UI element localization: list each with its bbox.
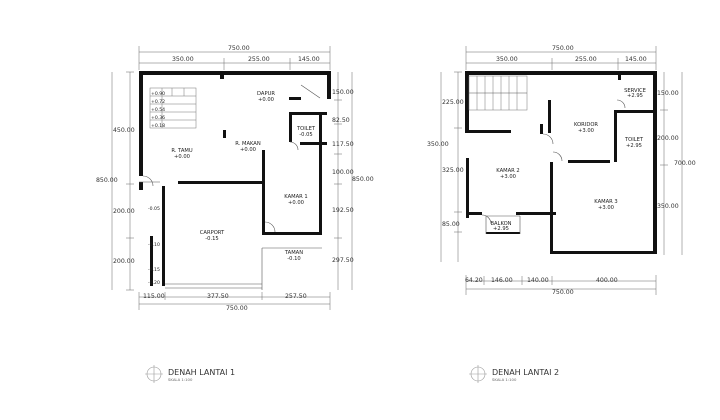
- plan1-right-dim-5: 192.50: [332, 207, 354, 214]
- plan1-stair-level-2: +0.72: [151, 99, 165, 105]
- room-koridor-name: KORIDOR: [574, 122, 598, 128]
- room-taman-level: -0.10: [287, 256, 300, 262]
- plan2-top-dim-1: 350.00: [496, 56, 518, 63]
- room-taman-name: TAMAN: [284, 250, 303, 256]
- room-kamar2-level: +3.00: [500, 174, 516, 180]
- room-toilet2-level: +2.95: [626, 143, 642, 149]
- plan1-left-dim-total: 850.00: [96, 177, 118, 184]
- room-makan-level: +0.00: [240, 147, 256, 153]
- plan2-right-dim-3: 350.00: [657, 203, 679, 210]
- plan1-right-dim-2: 82.50: [332, 117, 350, 124]
- plan2-top-dim-2: 255.00: [575, 56, 597, 63]
- plan2-title-block: DENAH LANTAI 2 SKALA 1:100: [469, 365, 559, 383]
- plan1-right-dim-1: 150.00: [332, 89, 354, 96]
- room-tamu-name: R. TAMU: [171, 148, 193, 154]
- plan2-left-dimensions: 225.00 350.00 325.00 85.00: [427, 71, 464, 262]
- plan1-top-total: 750.00: [228, 45, 250, 52]
- room-koridor-level: +3.00: [578, 128, 594, 134]
- floor-plan-lantai-1: 750.00 350.00 255.00 145.00 450.00 850.0…: [96, 45, 374, 383]
- plan2-right-dimensions: 150.00 200.00 700.00 350.00: [657, 72, 696, 255]
- room-carport-name: CARPORT: [200, 230, 225, 236]
- level-marker-4: -0.20: [148, 280, 160, 286]
- plan1-stair-level-4: +0.36: [151, 115, 165, 121]
- plan1-room-labels: DAPUR +0.00 R. MAKAN +0.00 R. TAMU +0.00…: [148, 91, 316, 286]
- room-dapur-level: +0.00: [258, 97, 274, 103]
- plan1-right-dim-4: 100.00: [332, 169, 354, 176]
- plan2-title: DENAH LANTAI 2: [492, 368, 559, 377]
- plan2-bottom-dim-4: 400.00: [596, 277, 618, 284]
- plan1-top-dimensions: 750.00 350.00 255.00 145.00: [138, 45, 331, 70]
- room-toilet-name: TOILET: [296, 126, 316, 132]
- plan2-bottom-dim-1: 64.20: [465, 277, 483, 284]
- plan1-top-dim-2: 255.00: [248, 56, 270, 63]
- room-dapur-name: DAPUR: [257, 91, 275, 97]
- plan1-bottom-dimensions: 115.00 377.50 257.50 750.00: [138, 292, 331, 312]
- plan1-stair-level-5: +0.18: [151, 123, 165, 129]
- room-kamar1-level: +0.00: [288, 200, 304, 206]
- plan2-right-dim-2: 200.00: [657, 135, 679, 142]
- plan1-title: DENAH LANTAI 1: [168, 368, 235, 377]
- room-toilet-level: -0.05: [299, 132, 312, 138]
- plan2-left-dim-2: 325.00: [442, 167, 464, 174]
- plan1-bottom-total: 750.00: [226, 305, 248, 312]
- room-balkon-name: BALKON: [490, 221, 511, 227]
- plan2-walls: [465, 71, 657, 254]
- room-service-name: SERVICE: [624, 88, 646, 94]
- plan1-stair-level-3: +0.54: [151, 107, 165, 113]
- room-carport-level: -0.15: [205, 236, 218, 242]
- plan1-scale: SKALA 1:100: [168, 377, 193, 382]
- plan1-right-dim-total: 850.00: [352, 176, 374, 183]
- plan2-bottom-dimensions: 64.20 146.00 140.00 400.00 750.00: [465, 275, 657, 296]
- plan1-right-dimensions: 150.00 82.50 117.50 100.00 850.00 192.50…: [332, 72, 374, 290]
- room-toilet2-name: TOILET: [624, 137, 644, 143]
- plan1-title-block: DENAH LANTAI 1 SKALA 1:100: [145, 365, 235, 383]
- plan2-bottom-dim-2: 146.00: [491, 277, 513, 284]
- room-tamu-level: +0.00: [174, 154, 190, 160]
- plan1-detail-lines: [139, 84, 322, 290]
- plan2-top-dimensions: 750.00 350.00 255.00 145.00: [465, 45, 657, 70]
- room-kamar1-name: KAMAR 1: [284, 194, 307, 200]
- level-marker-3: -0.15: [148, 267, 160, 273]
- plan2-right-dim-total: 700.00: [674, 160, 696, 167]
- plan2-bottom-total: 750.00: [552, 289, 574, 296]
- plan1-left-dim-3: 200.00: [113, 258, 135, 265]
- plan1-left-dim-1: 450.00: [113, 127, 135, 134]
- plan1-right-dim-6: 297.50: [332, 257, 354, 264]
- plan1-top-dim-1: 350.00: [172, 56, 194, 63]
- plan1-stair: +0.90 +0.72 +0.54 +0.36 +0.18: [149, 87, 197, 129]
- plan1-right-dim-3: 117.50: [332, 141, 354, 148]
- room-service-level: +2.95: [627, 93, 643, 99]
- plan2-left-dim-total: 350.00: [427, 141, 449, 148]
- plan1-bottom-dim-3: 257.50: [285, 293, 307, 300]
- plan1-walls: [139, 71, 331, 286]
- level-marker-2: -0.10: [148, 242, 160, 248]
- plan1-left-dim-2: 200.00: [113, 208, 135, 215]
- plan2-top-dim-3: 145.00: [625, 56, 647, 63]
- plan1-bottom-dim-2: 377.50: [207, 293, 229, 300]
- plan2-room-labels: SERVICE +2.95 KORIDOR +3.00 TOILET +2.95…: [490, 88, 645, 232]
- room-balkon-level: +2.95: [493, 226, 509, 232]
- plan1-bottom-dim-1: 115.00: [143, 293, 165, 300]
- plan2-scale: SKALA 1:100: [492, 377, 517, 382]
- room-kamar3-name: KAMAR 3: [594, 199, 617, 205]
- plan2-top-total: 750.00: [552, 45, 574, 52]
- level-marker-1: -0.05: [148, 206, 160, 212]
- room-kamar3-level: +3.00: [598, 205, 614, 211]
- plan2-bottom-dim-3: 140.00: [527, 277, 549, 284]
- plan1-stair-level-1: +0.90: [151, 91, 165, 97]
- plan2-left-dim-1: 225.00: [442, 99, 464, 106]
- room-makan-name: R. MAKAN: [235, 141, 261, 147]
- plan2-right-dim-1: 150.00: [657, 90, 679, 97]
- plan2-detail-lines: [468, 75, 626, 234]
- plan1-top-dim-3: 145.00: [298, 56, 320, 63]
- plan1-left-dimensions: 450.00 850.00 200.00 200.00: [96, 71, 135, 291]
- room-kamar2-name: KAMAR 2: [496, 168, 519, 174]
- floor-plan-lantai-2: 750.00 350.00 255.00 145.00 225.00 350.0…: [427, 45, 696, 383]
- plan2-left-dim-3: 85.00: [442, 221, 460, 228]
